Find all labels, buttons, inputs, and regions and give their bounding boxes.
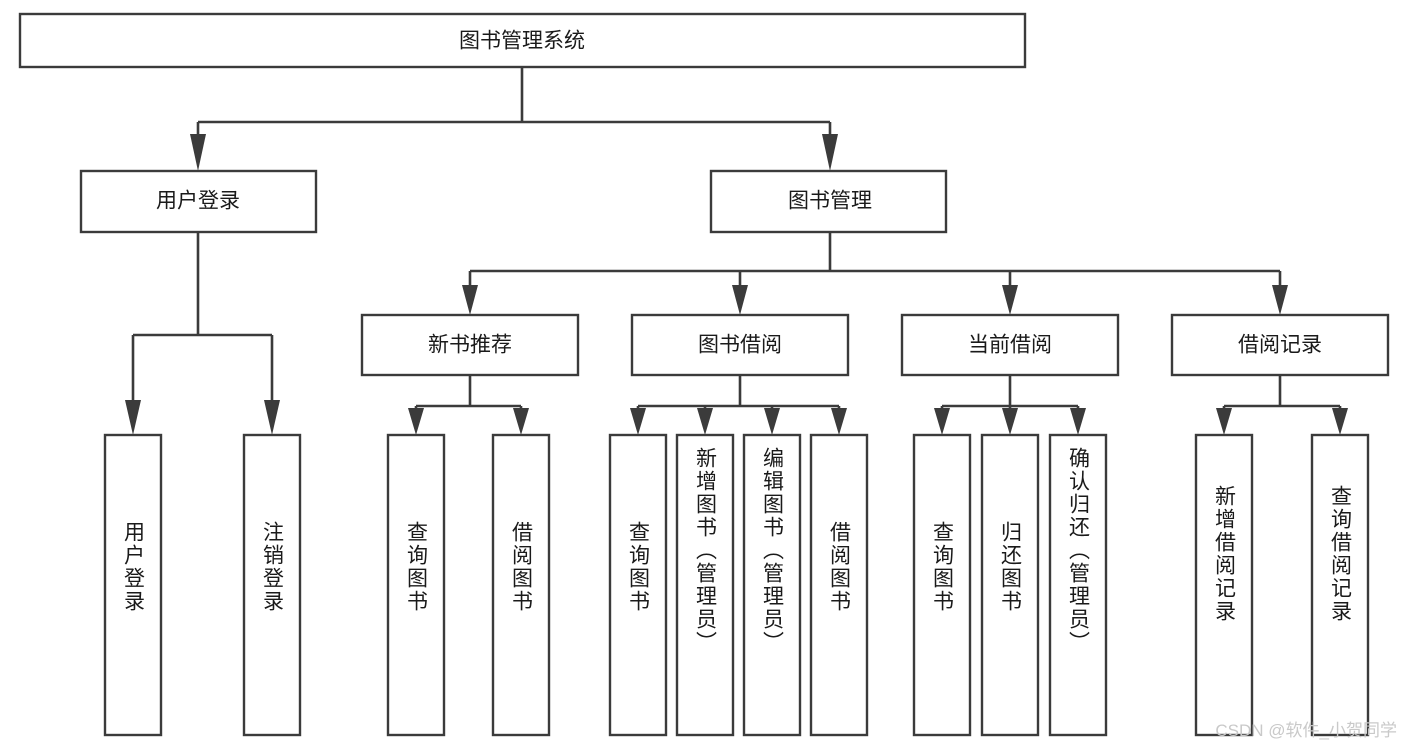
nodes-layer: 图书管理系统 用户登录 图书管理 新书推荐 图书借阅 当前借阅 借阅记录 bbox=[18, 12, 1390, 737]
arrowhead-new-book-recommend bbox=[462, 285, 478, 315]
node-leaf-cb-query-book[interactable] bbox=[912, 433, 972, 737]
node-root-book-management-system[interactable] bbox=[18, 12, 1027, 69]
node-root-label: 图书管理系统 bbox=[459, 30, 585, 53]
node-user-login-label: 用户登录 bbox=[156, 190, 240, 213]
node-borrow-record-label: 借阅记录 bbox=[1238, 334, 1322, 357]
node-leaf-user-login[interactable] bbox=[103, 433, 163, 737]
arrowhead-cb-leaf-2 bbox=[1002, 408, 1018, 435]
arrowhead-bb-leaf-1 bbox=[630, 408, 646, 435]
node-leaf-nbr-borrow-book[interactable] bbox=[491, 433, 551, 737]
arrowhead-cb-leaf-1 bbox=[934, 408, 950, 435]
node-new-book-recommend-label: 新书推荐 bbox=[428, 334, 512, 357]
arrowhead-leaf-user-login bbox=[125, 400, 141, 435]
arrowhead-nbr-leaf-1 bbox=[408, 408, 424, 435]
arrowhead-book-borrow bbox=[732, 285, 748, 315]
node-leaf-bb-add-book-admin[interactable] bbox=[675, 433, 735, 737]
node-book-borrow[interactable] bbox=[630, 313, 850, 377]
arrowhead-user-login bbox=[190, 134, 206, 171]
arrowhead-book-mgmt bbox=[822, 134, 838, 171]
node-user-login[interactable] bbox=[79, 169, 318, 234]
connectors-layer bbox=[125, 67, 1348, 435]
arrowhead-br-leaf-2 bbox=[1332, 408, 1348, 435]
node-leaf-br-query-record[interactable] bbox=[1310, 433, 1370, 737]
node-book-management-label: 图书管理 bbox=[788, 190, 872, 213]
arrowhead-borrow-record bbox=[1272, 285, 1288, 315]
node-book-management[interactable] bbox=[709, 169, 948, 234]
node-leaf-bb-borrow-book[interactable] bbox=[809, 433, 869, 737]
node-leaf-br-add-record[interactable] bbox=[1194, 433, 1254, 737]
node-borrow-record[interactable] bbox=[1170, 313, 1390, 377]
arrowhead-leaf-logout bbox=[264, 400, 280, 435]
node-current-borrow-label: 当前借阅 bbox=[968, 334, 1052, 357]
arrowhead-br-leaf-1 bbox=[1216, 408, 1232, 435]
node-leaf-logout[interactable] bbox=[242, 433, 302, 737]
node-new-book-recommend[interactable] bbox=[360, 313, 580, 377]
arrowhead-nbr-leaf-2 bbox=[513, 408, 529, 435]
node-current-borrow[interactable] bbox=[900, 313, 1120, 377]
node-leaf-bb-query-book[interactable] bbox=[608, 433, 668, 737]
node-book-borrow-label: 图书借阅 bbox=[698, 334, 782, 357]
node-leaf-bb-edit-book-admin[interactable] bbox=[742, 433, 802, 737]
arrowhead-current-borrow bbox=[1002, 285, 1018, 315]
node-leaf-cb-return-book[interactable] bbox=[980, 433, 1040, 737]
arrowhead-bb-leaf-2 bbox=[697, 408, 713, 435]
arrowhead-bb-leaf-4 bbox=[831, 408, 847, 435]
node-leaf-nbr-query-book[interactable] bbox=[386, 433, 446, 737]
arrowhead-bb-leaf-3 bbox=[764, 408, 780, 435]
node-leaf-cb-confirm-return-admin[interactable] bbox=[1048, 433, 1108, 737]
arrowhead-cb-leaf-3 bbox=[1070, 408, 1086, 435]
csdn-watermark: CSDN @软件_小贺同学 bbox=[1215, 721, 1397, 740]
